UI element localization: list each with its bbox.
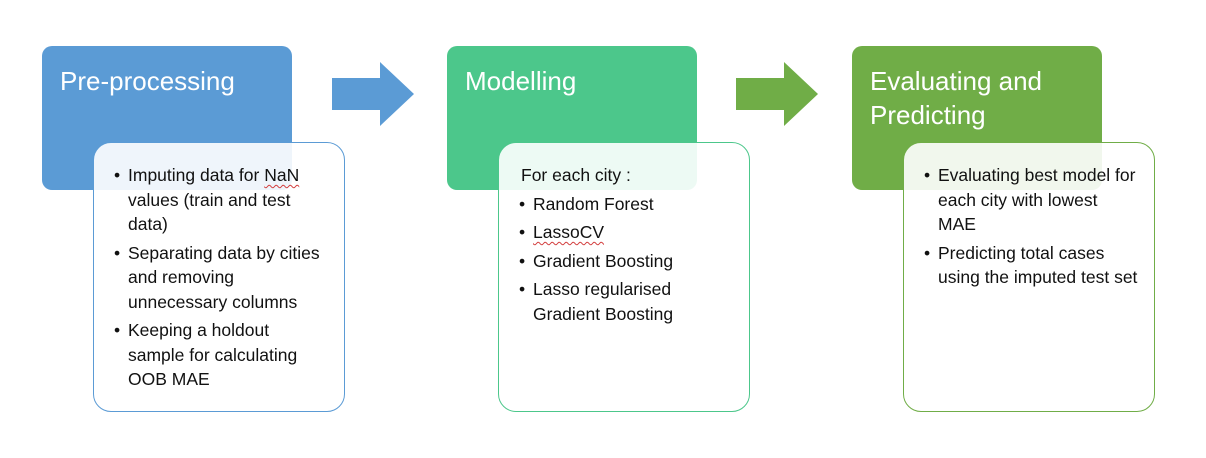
preprocessing-title: Pre-processing [60, 66, 235, 96]
list-item: LassoCV [519, 220, 735, 245]
list-item: Gradient Boosting [519, 249, 735, 274]
modelling-list: Random Forest LassoCV Gradient Boosting … [519, 192, 735, 327]
list-item: Imputing data for NaN values (train and … [114, 163, 330, 237]
lassocv-label: LassoCV [533, 222, 605, 242]
arrow-right-icon [736, 62, 818, 126]
modelling-lead: For each city : [521, 165, 631, 185]
arrow-shape [736, 62, 818, 126]
list-item: Separating data by cities and removing u… [114, 241, 330, 315]
evaluating-details: Evaluating best model for each city with… [903, 142, 1155, 412]
evaluating-title-line-2: Predicting [870, 100, 986, 130]
list-item: Keeping a holdout sample for calculating… [114, 318, 330, 392]
arrow-right-icon [332, 62, 414, 126]
modelling-details: For each city : Random Forest LassoCV Gr… [498, 142, 750, 412]
preprocessing-details: Imputing data for NaN values (train and … [93, 142, 345, 412]
modelling-title: Modelling [465, 66, 577, 96]
list-item: Random Forest [519, 192, 735, 217]
list-item: Lasso regularised Gradient Boosting [519, 277, 735, 326]
evaluating-list: Evaluating best model for each city with… [924, 163, 1140, 290]
list-item: Evaluating best model for each city with… [924, 163, 1140, 237]
arrow-shape [332, 62, 414, 126]
evaluating-title-line-1: Evaluating and [870, 66, 1043, 96]
list-item: Predicting total cases using the imputed… [924, 241, 1140, 290]
preprocessing-list: Imputing data for NaN values (train and … [114, 163, 330, 392]
